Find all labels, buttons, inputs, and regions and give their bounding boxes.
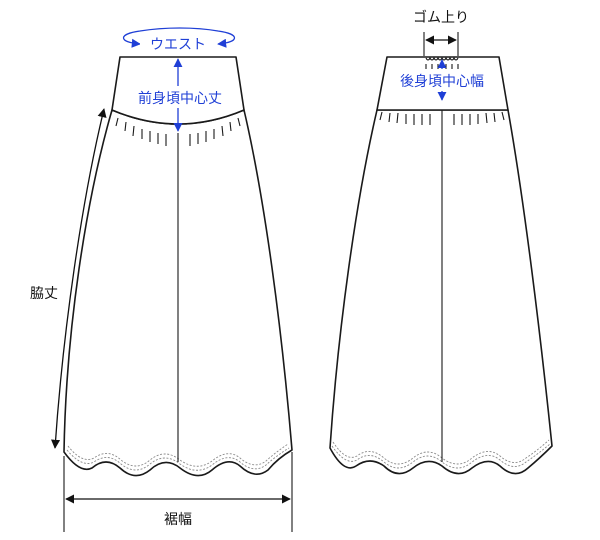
front-center-length-measure: 前身頃中心丈 [129,58,231,132]
waist-measure: ウエスト [122,27,236,53]
elastic-finish-label: ゴム上り [413,9,469,26]
front-center-length-label: 前身頃中心丈 [138,90,222,107]
hem-width-label: 裾幅 [164,512,192,528]
front-gathers [115,117,241,146]
back-center-width-label: 後身頃中心幅 [400,74,484,90]
back-hem-stitch-2 [331,443,551,469]
front-hem-stitch [67,443,289,467]
back-gathers [379,111,505,125]
side-length-label: 脇丈 [30,286,58,302]
elastic-finish-measure: ゴム上り [413,9,469,56]
back-center-measure: 後身頃中心幅 [388,59,496,101]
back-skirt [329,56,553,475]
back-skirt-body [329,109,553,475]
hem-width-measure: 裾幅 [63,452,293,532]
waist-label: ウエスト [150,37,206,53]
front-hem-stitch-2 [66,447,290,471]
side-length-measure: 脇丈 [30,108,107,449]
